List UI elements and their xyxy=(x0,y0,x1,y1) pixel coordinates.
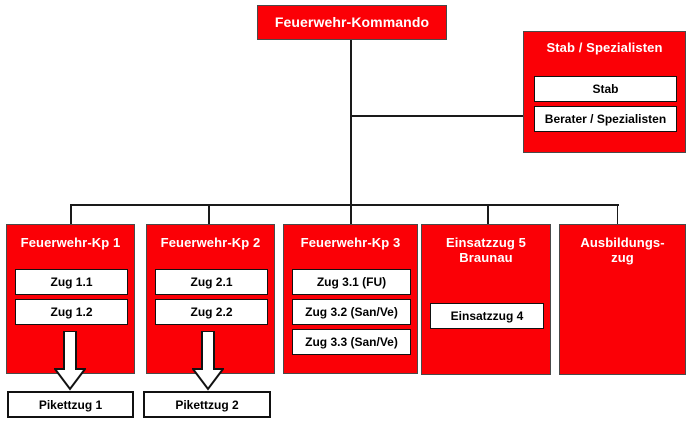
node-einsatzzug-5-braunau-label: Einsatzzug 5 Braunau xyxy=(422,225,550,265)
arrow-kp2-to-pikettzug-2 xyxy=(192,331,224,391)
connector-root-spine xyxy=(350,40,352,206)
connector-drop-unit-4 xyxy=(487,204,489,224)
node-einsatzzug-5-braunau-label-line2: Braunau xyxy=(459,249,513,265)
node-zug-1-1[interactable]: Zug 1.1 xyxy=(15,269,128,295)
node-berater-spezialisten[interactable]: Berater / Spezialisten xyxy=(534,106,677,132)
node-ausbildungszug[interactable]: Ausbildungs- zug xyxy=(559,224,686,375)
connector-drop-unit-3 xyxy=(350,204,352,224)
node-feuerwehr-kommando-label: Feuerwehr-Kommando xyxy=(274,14,430,30)
node-zug-3-1[interactable]: Zug 3.1 (FU) xyxy=(292,269,411,295)
connector-drop-unit-1 xyxy=(70,204,72,224)
node-zug-3-2[interactable]: Zug 3.2 (San/Ve) xyxy=(292,299,411,325)
node-einsatzzug-5-braunau-label-line1: Einsatzzug 5 xyxy=(446,235,526,250)
node-stab[interactable]: Stab xyxy=(534,76,677,102)
node-pikettzug-2[interactable]: Pikettzug 2 xyxy=(143,391,271,418)
connector-drop-unit-5 xyxy=(617,204,618,224)
node-zug-2-1[interactable]: Zug 2.1 xyxy=(155,269,268,295)
node-feuerwehr-kommando[interactable]: Feuerwehr-Kommando xyxy=(257,5,447,40)
node-zug-3-3[interactable]: Zug 3.3 (San/Ve) xyxy=(292,329,411,355)
node-ausbildungszug-label: Ausbildungs- zug xyxy=(560,225,685,265)
node-einsatzzug-4[interactable]: Einsatzzug 4 xyxy=(430,303,544,329)
node-feuerwehr-kp-3[interactable]: Feuerwehr-Kp 3 Zug 3.1 (FU) Zug 3.2 (San… xyxy=(283,224,418,374)
node-feuerwehr-kp-1[interactable]: Feuerwehr-Kp 1 Zug 1.1 Zug 1.2 xyxy=(6,224,135,374)
connector-bus xyxy=(70,204,619,206)
node-stab-spezialisten-label: Stab / Spezialisten xyxy=(546,40,663,55)
node-ausbildungszug-label-line1: Ausbildungs- xyxy=(580,235,665,250)
node-zug-1-2[interactable]: Zug 1.2 xyxy=(15,299,128,325)
connector-staff-branch xyxy=(350,115,523,117)
node-feuerwehr-kp-1-label: Feuerwehr-Kp 1 xyxy=(20,235,121,250)
node-feuerwehr-kp-3-label: Feuerwehr-Kp 3 xyxy=(300,235,401,250)
node-einsatzzug-5-braunau[interactable]: Einsatzzug 5 Braunau Einsatzzug 4 xyxy=(421,224,551,375)
node-ausbildungszug-label-line2: zug xyxy=(611,249,634,265)
connector-drop-unit-2 xyxy=(208,204,210,224)
node-pikettzug-1[interactable]: Pikettzug 1 xyxy=(7,391,134,418)
node-zug-2-2[interactable]: Zug 2.2 xyxy=(155,299,268,325)
node-feuerwehr-kp-2[interactable]: Feuerwehr-Kp 2 Zug 2.1 Zug 2.2 xyxy=(146,224,275,374)
arrow-kp1-to-pikettzug-1 xyxy=(54,331,86,391)
node-stab-spezialisten[interactable]: Stab / Spezialisten Stab Berater / Spezi… xyxy=(523,31,686,153)
node-feuerwehr-kp-2-label: Feuerwehr-Kp 2 xyxy=(160,235,261,250)
